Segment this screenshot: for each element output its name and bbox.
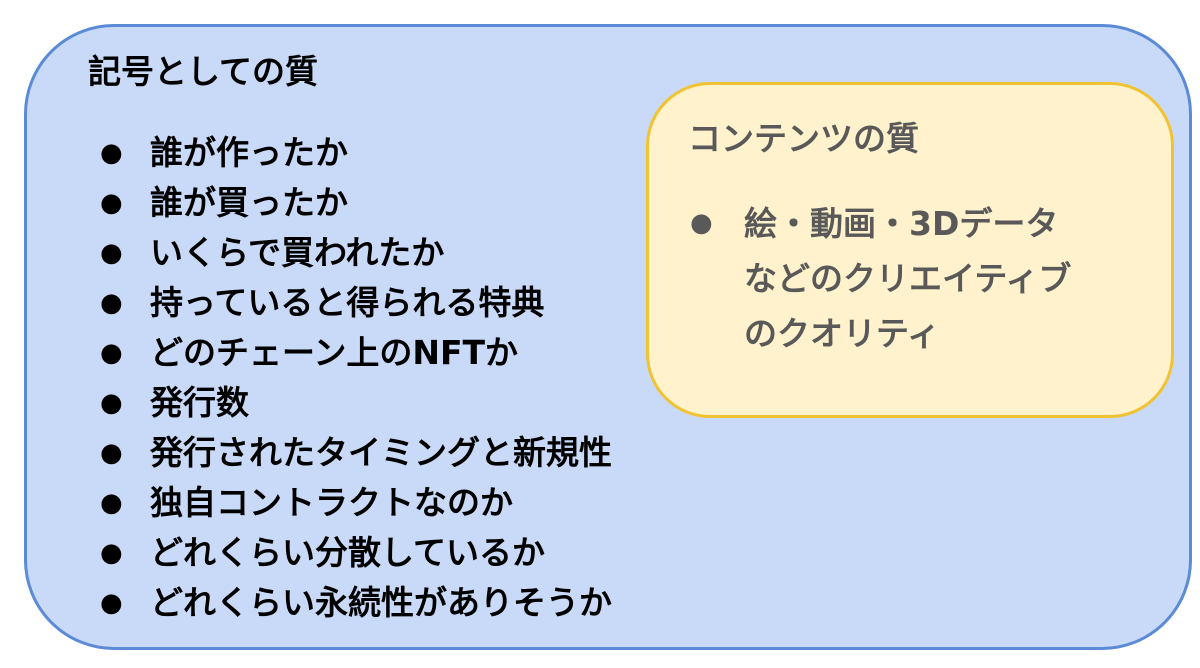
list-item-text: 独自コントラクトなのか [150,483,513,522]
list-item-text: 誰が買ったか [150,183,348,222]
list-item-text: どのチェーン上のNFTか [150,333,519,372]
list-item: ● 発行数 [92,378,612,428]
bullet-icon: ● [100,288,123,318]
content-quality-item-line: 絵・動画・3Dデータ [744,204,1059,243]
list-item: ● 誰が買ったか [92,178,612,228]
list-item: ● 発行されたタイミングと新規性 [92,428,612,478]
list-item: ● どれくらい分散しているか [92,528,612,578]
list-item: ● 誰が作ったか [92,128,612,178]
bullet-icon: ● [100,388,123,418]
content-quality-item-line: などのクリエイティブ [744,259,1072,298]
bullet-icon: ● [100,238,123,268]
list-item-text: どれくらい永続性がありそうか [150,583,612,622]
list-item-text: 持っていると得られる特典 [150,283,545,322]
content-quality-title: コンテンツの質 [688,119,919,158]
bullet-icon: ● [100,438,123,468]
bullet-icon: ● [690,208,713,238]
content-quality-box [646,82,1174,418]
list-item: ● いくらで買われたか [92,228,612,278]
bullet-icon: ● [100,538,123,568]
list-item-text: どれくらい分散しているか [150,533,546,572]
list-item: ● どれくらい永続性がありそうか [92,578,612,628]
bullet-icon: ● [100,588,123,618]
list-item-text: 発行されたタイミングと新規性 [150,433,612,472]
list-item: ● 持っていると得られる特典 [92,278,612,328]
list-item-text: 発行数 [150,383,249,422]
content-quality-item-line: のクオリティ [744,314,941,353]
bullet-icon: ● [100,138,123,168]
list-item: ● 独自コントラクトなのか [92,478,612,528]
content-quality-item: ● 絵・動画・3Dデータ などのクリエイティブ のクオリティ [690,196,1160,361]
list-item-text: いくらで買われたか [150,233,445,272]
list-item: ● どのチェーン上のNFTか [92,328,612,378]
bullet-icon: ● [100,488,123,518]
signifier-quality-title: 記号としての質 [88,52,319,91]
bullet-icon: ● [100,188,123,218]
signifier-quality-list: ● 誰が作ったか ● 誰が買ったか ● いくらで買われたか ● 持っていると得られる特典… [92,128,612,628]
bullet-icon: ● [100,338,123,368]
list-item-text: 誰が作ったか [150,133,348,172]
